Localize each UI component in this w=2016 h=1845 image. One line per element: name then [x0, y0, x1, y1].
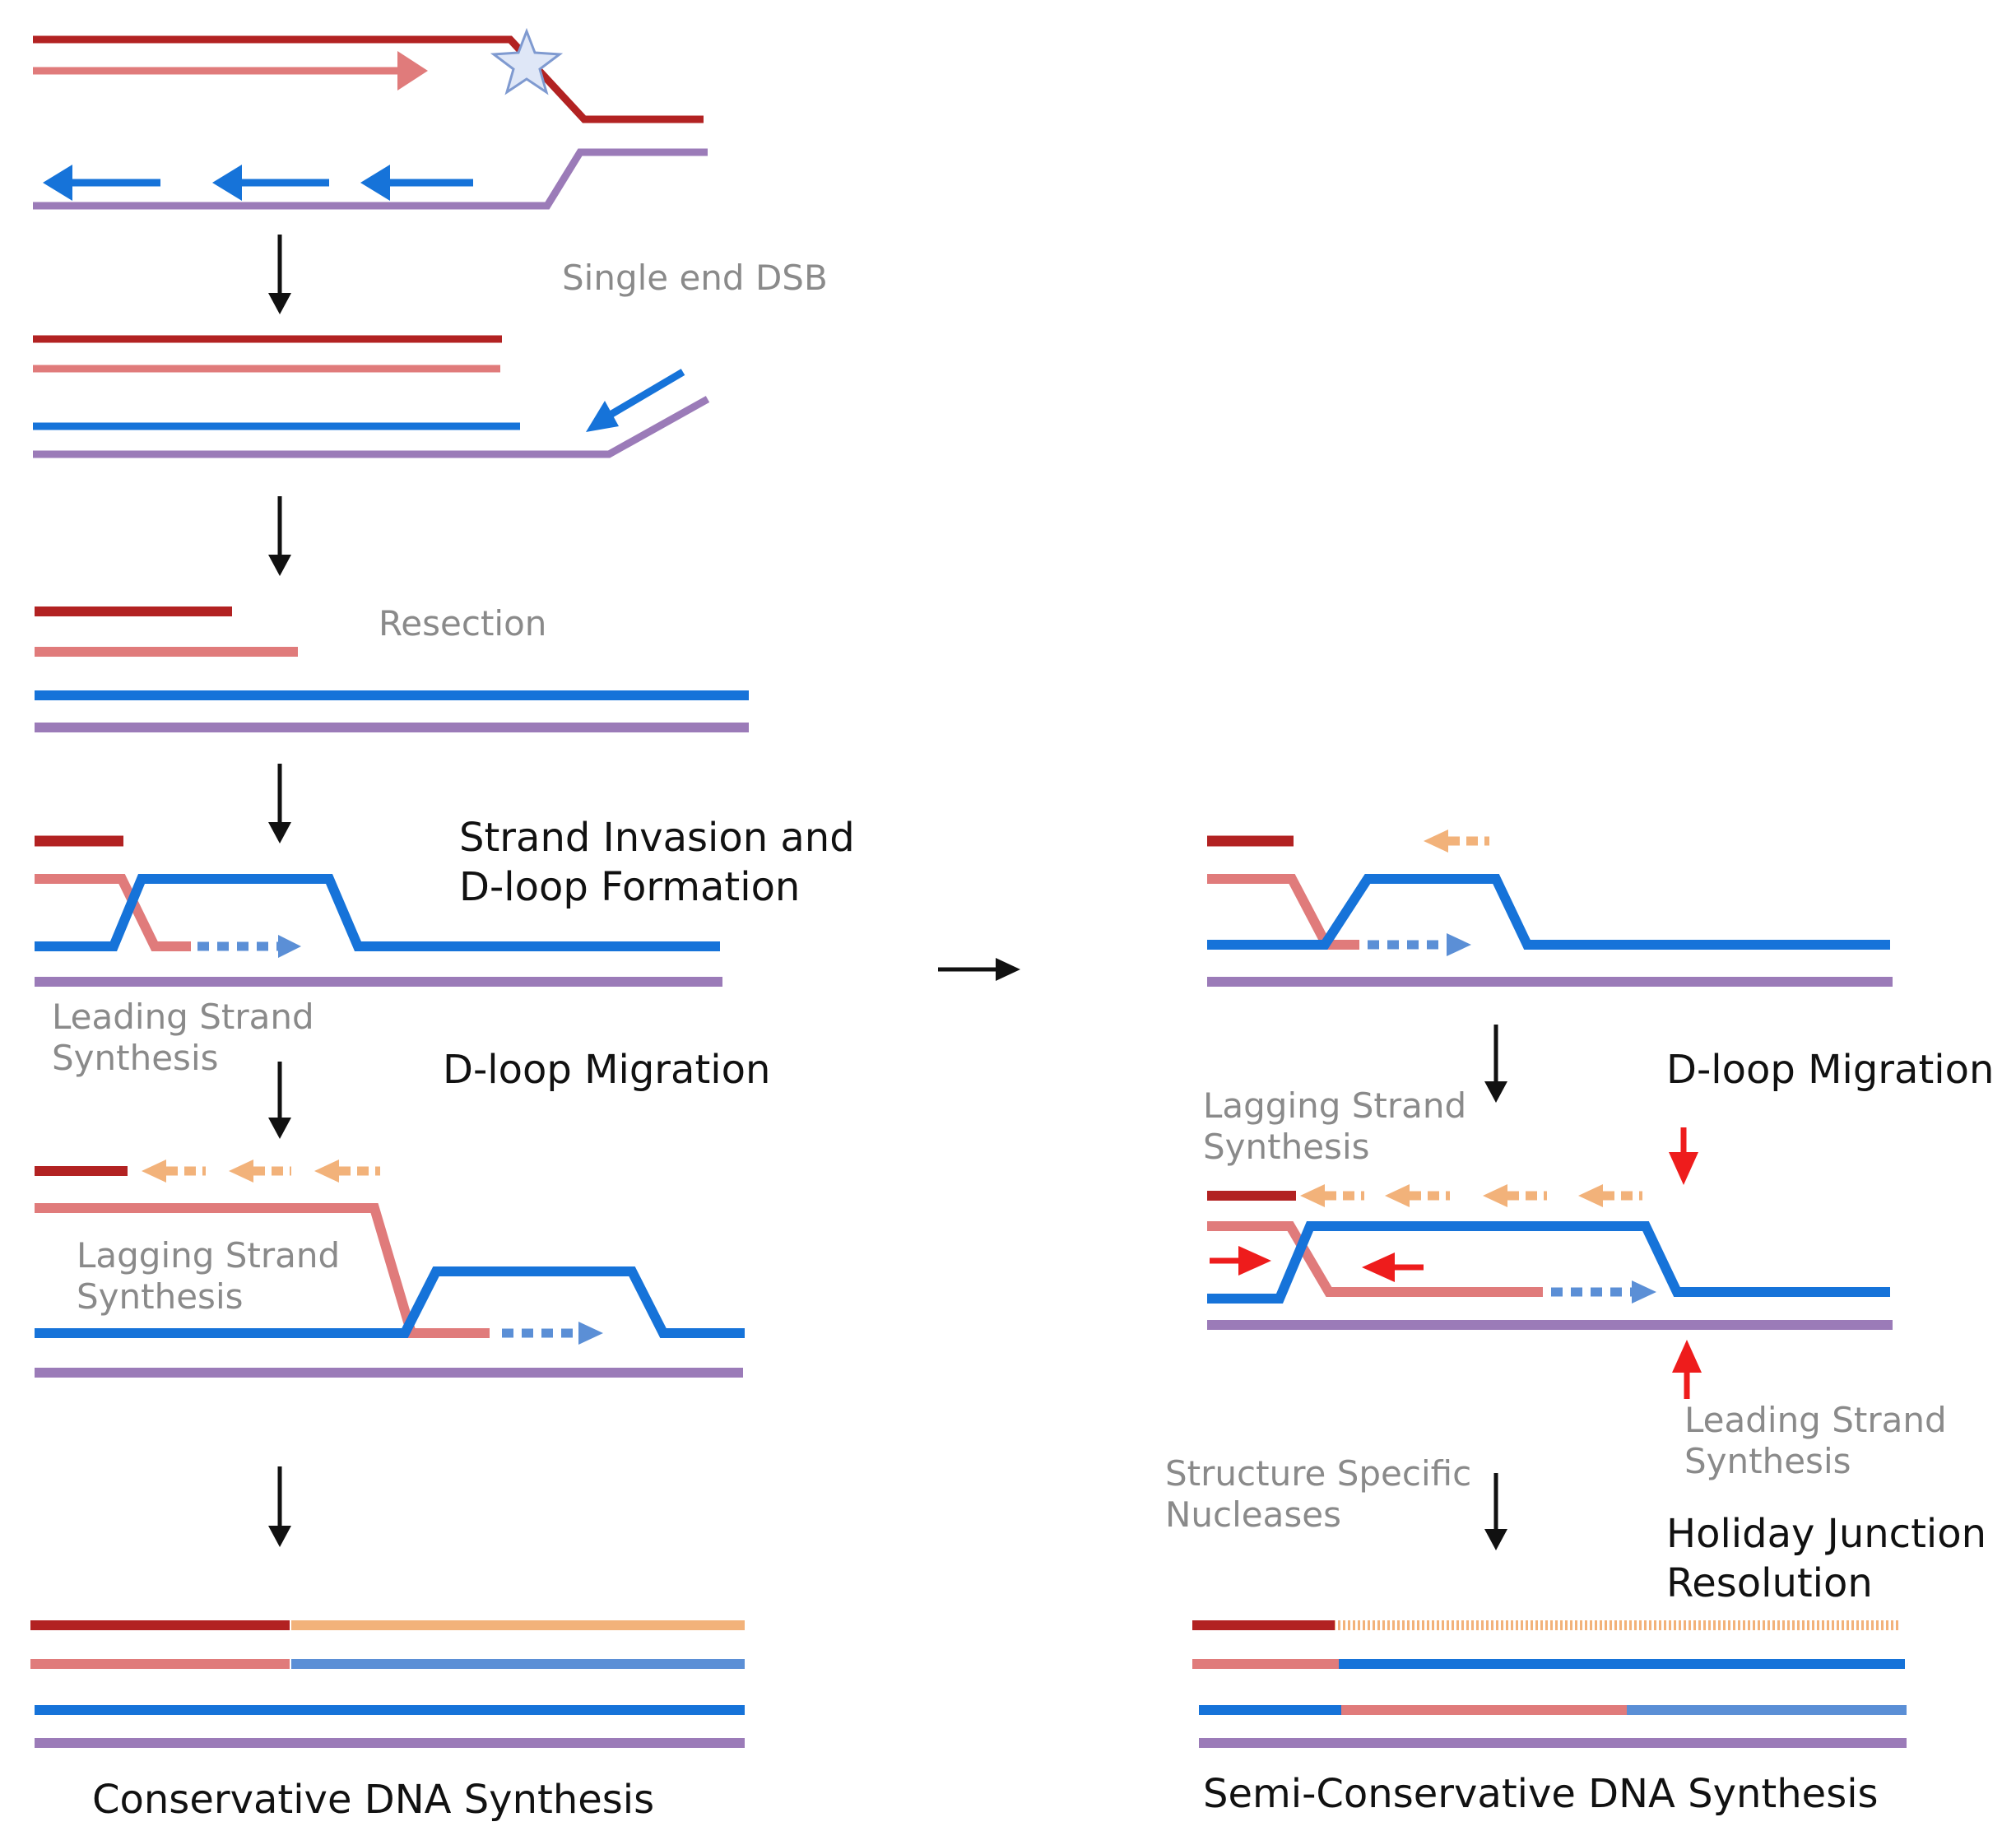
stage-resection: Resection	[35, 603, 749, 732]
label-nucleases-1: Structure Specific	[1165, 1453, 1471, 1494]
label-lagging-left-2: Synthesis	[77, 1276, 244, 1317]
arrow-down-icon	[268, 235, 291, 314]
leading-synthesis-arrowhead	[578, 1322, 603, 1345]
label-holiday-1: Holiday Junction	[1666, 1511, 1986, 1557]
lagging-arrowhead-2	[229, 1160, 253, 1183]
leading-synthesis-arrowhead	[1447, 933, 1471, 956]
synthesis-arrow	[606, 369, 685, 419]
strand-purple	[33, 148, 708, 210]
okazaki-arrowhead-3	[360, 165, 390, 201]
lagging-arrowhead	[1424, 830, 1448, 853]
junction-arrow-right-icon	[1210, 1246, 1271, 1276]
strand-dark-red	[33, 35, 704, 123]
lagging-arrowhead-4	[1578, 1184, 1603, 1207]
strand-light-red	[1207, 874, 1359, 950]
arrow-down-icon	[1484, 1025, 1507, 1103]
junction-arrow-down-icon	[1669, 1127, 1698, 1185]
strand-light-red	[35, 874, 191, 951]
stage-strand-invasion-right	[1207, 830, 1893, 987]
lagging-arrowhead-1	[1300, 1184, 1325, 1207]
star-icon	[490, 27, 564, 95]
leading-arrowhead	[397, 51, 428, 91]
label-strand-invasion-2: D-loop Formation	[459, 864, 800, 910]
okazaki-arrowhead-1	[43, 165, 72, 201]
strand-blue-dloop	[1207, 1221, 1890, 1304]
strand-light-red	[35, 1203, 490, 1338]
leading-synthesis-arrowhead	[1632, 1280, 1656, 1304]
junction-arrow-up-icon	[1672, 1340, 1702, 1399]
arrow-down-icon	[268, 1466, 291, 1547]
arrow-down-icon	[268, 496, 291, 576]
stage-strand-invasion: Strand Invasion and D-loop Formation Lea…	[35, 815, 855, 1078]
arrow-down-icon	[268, 764, 291, 843]
label-lagging-right-2: Synthesis	[1203, 1127, 1370, 1167]
strand-purple	[33, 396, 710, 458]
label-leading-right-1: Leading Strand	[1684, 1400, 1947, 1440]
label-leading-left-2: Synthesis	[52, 1038, 219, 1078]
label-dloop-migration-left: D-loop Migration	[443, 1047, 770, 1093]
leading-synthesis-arrowhead	[278, 935, 301, 958]
stage-double-holliday-junction: Leading Strand Synthesis	[1207, 1127, 1947, 1481]
label-leading-right-2: Synthesis	[1684, 1441, 1851, 1481]
label-single-end-dsb: Single end DSB	[562, 258, 828, 298]
label-lagging-right-1: Lagging Strand	[1203, 1085, 1466, 1126]
stage-replication-collapse	[33, 335, 710, 458]
strand-orange-hatched	[1335, 1620, 1901, 1630]
label-semi-conservative: Semi-Conservative DNA Synthesis	[1203, 1771, 1879, 1817]
label-lagging-left-1: Lagging Strand	[77, 1235, 340, 1276]
stage-conservative: Conservative DNA Synthesis	[30, 1620, 745, 1823]
arrow-down-icon	[268, 1062, 291, 1139]
junction-arrow-left-icon	[1362, 1252, 1424, 1282]
arrow-right-icon	[938, 958, 1020, 981]
synthesis-arrowhead	[586, 401, 619, 432]
arrow-down-icon	[1484, 1473, 1507, 1550]
stage-single-end-dsb: Single end DSB	[33, 27, 828, 298]
strand-light-red	[1207, 1221, 1543, 1297]
lagging-arrowhead-3	[314, 1160, 339, 1183]
stage-dloop-migration-left: Lagging Strand Synthesis	[35, 1160, 745, 1378]
label-dloop-migration-right: D-loop Migration	[1666, 1047, 1994, 1093]
label-conservative: Conservative DNA Synthesis	[92, 1777, 654, 1823]
stage-semi-conservative: Semi-Conservative DNA Synthesis	[1192, 1620, 1907, 1817]
lagging-arrowhead-1	[142, 1160, 166, 1183]
strand-blue-dloop	[1207, 874, 1890, 950]
label-leading-left-1: Leading Strand	[52, 997, 314, 1037]
strand-blue-dloop	[35, 1266, 745, 1338]
strand-blue-dloop	[35, 874, 720, 951]
label-holiday-2: Resolution	[1666, 1560, 1873, 1606]
label-resection: Resection	[379, 603, 546, 644]
lagging-arrowhead-3	[1483, 1184, 1507, 1207]
okazaki-arrowhead-2	[212, 165, 242, 201]
label-nucleases-2: Nucleases	[1165, 1494, 1341, 1535]
label-strand-invasion-1: Strand Invasion and	[459, 815, 855, 861]
lagging-arrowhead-2	[1385, 1184, 1410, 1207]
